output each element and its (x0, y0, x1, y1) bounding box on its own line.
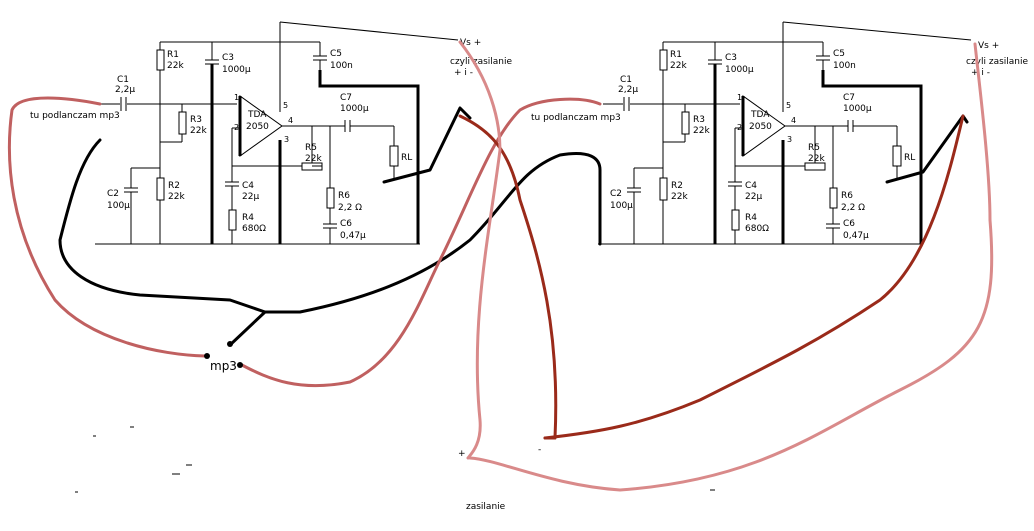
tda-label: TDA (247, 110, 267, 120)
r5-label-r: R5 (808, 143, 820, 153)
tda-value: 2050 (246, 122, 269, 132)
plus-minus-label-r: + i - (971, 68, 990, 78)
tu-label-r: tu podlanczam mp3 (531, 113, 621, 123)
r3-value: 22k (190, 126, 207, 136)
black-wire-left-input (58, 138, 267, 347)
mp3-dot-2 (237, 362, 243, 368)
minus-label: - (538, 445, 541, 455)
red-wire-left-input (7, 96, 207, 358)
vs-label-r: Vs + (978, 41, 999, 51)
r2-label-r: R2 (671, 181, 683, 191)
mp3-dot-1 (204, 353, 210, 359)
r6-value: 2,2 Ω (338, 203, 362, 213)
tda-value-r: 2050 (749, 122, 772, 132)
r6-value-r: 2,2 Ω (841, 203, 865, 213)
r1-label-r: R1 (670, 50, 682, 60)
amplifier-right: C1 2,2µ R1 22k C3 1000µ C5 100n R3 22k R… (531, 21, 1029, 245)
rl-label-r: RL (904, 153, 915, 163)
r6-label-r: R6 (841, 191, 853, 201)
c6-value-r: 0,47µ (843, 231, 869, 241)
c7-label: C7 (340, 93, 352, 103)
red-wire-plus-right (468, 42, 994, 492)
pin5: 5 (283, 101, 288, 110)
c4-value: 22µ (242, 192, 259, 202)
r2-label: R2 (168, 181, 180, 191)
zasilanie-label: zasilanie (466, 502, 506, 512)
red-wire-minus-right (543, 114, 965, 440)
c2-value: 100µ (107, 201, 130, 211)
c2-label-r: C2 (610, 189, 622, 199)
c7-value: 1000µ (340, 104, 369, 114)
vs-label: Vs + (460, 38, 481, 48)
c4-label: C4 (242, 181, 254, 191)
r1-value: 22k (167, 61, 184, 71)
c2-label: C2 (107, 189, 119, 199)
red-wire-mp3-right-input (238, 97, 602, 388)
c5-label: C5 (330, 49, 342, 59)
pin3-r: 3 (787, 135, 792, 144)
c1-value: 2,2µ (115, 85, 135, 95)
c1-value-r: 2,2µ (618, 85, 638, 95)
c7-value-r: 1000µ (843, 104, 872, 114)
r4-value: 680Ω (242, 224, 266, 234)
plus-minus-label: + i - (454, 68, 473, 78)
r3-label: R3 (190, 115, 202, 125)
amplifier-left: C1 2,2µ R1 22k C3 1000µ C5 100n R3 22k (30, 21, 513, 245)
r4-value-r: 680Ω (745, 224, 769, 234)
c6-value: 0,47µ (340, 231, 366, 241)
r1-label: R1 (167, 50, 179, 60)
r3-label-r: R3 (693, 115, 705, 125)
r4-label-r: R4 (745, 213, 757, 223)
r6-label: R6 (338, 191, 350, 201)
r5-value-r: 22k (808, 154, 825, 164)
c6-label: C6 (340, 219, 352, 229)
pin5-r: 5 (786, 101, 791, 110)
pin4-r: 4 (791, 116, 796, 125)
tu-label: tu podlanczam mp3 (30, 111, 120, 121)
c2-value-r: 100µ (610, 201, 633, 211)
czyli-label: czyli zasilanie (450, 57, 513, 67)
r3-value-r: 22k (693, 126, 710, 136)
r1-value-r: 22k (670, 61, 687, 71)
r4-label: R4 (242, 213, 254, 223)
red-wire-minus-left (458, 114, 558, 440)
czyli-label-r: czyli zasilanie (966, 57, 1029, 67)
red-wire-plus-left (458, 40, 502, 460)
c5-value: 100n (330, 61, 353, 71)
c6-label-r: C6 (843, 219, 855, 229)
c1-label: C1 (117, 75, 129, 85)
r2-value-r: 22k (671, 192, 688, 202)
r2-value: 22k (168, 192, 185, 202)
c7-label-r: C7 (843, 93, 855, 103)
c1-label-r: C1 (620, 75, 632, 85)
c3-value: 1000µ (222, 65, 251, 75)
r5-value: 22k (305, 154, 322, 164)
c3-value-r: 1000µ (725, 65, 754, 75)
black-wire-right-input (263, 152, 602, 314)
plus-label: + (458, 449, 466, 459)
pin1-r: 1 (737, 93, 742, 102)
c3-label-r: C3 (725, 53, 737, 63)
c4-label-r: C4 (745, 181, 757, 191)
c5-value-r: 100n (833, 61, 856, 71)
mp3-dot-3 (227, 341, 233, 347)
r5-label: R5 (305, 143, 317, 153)
pin3: 3 (284, 135, 289, 144)
mp3-label: mp3 (210, 359, 237, 373)
rl-label: RL (401, 153, 412, 163)
c5-label-r: C5 (833, 49, 845, 59)
tda-label-r: TDA (750, 110, 770, 120)
pin4: 4 (288, 116, 293, 125)
c3-label: C3 (222, 53, 234, 63)
c4-value-r: 22µ (745, 192, 762, 202)
pin1: 1 (234, 93, 239, 102)
